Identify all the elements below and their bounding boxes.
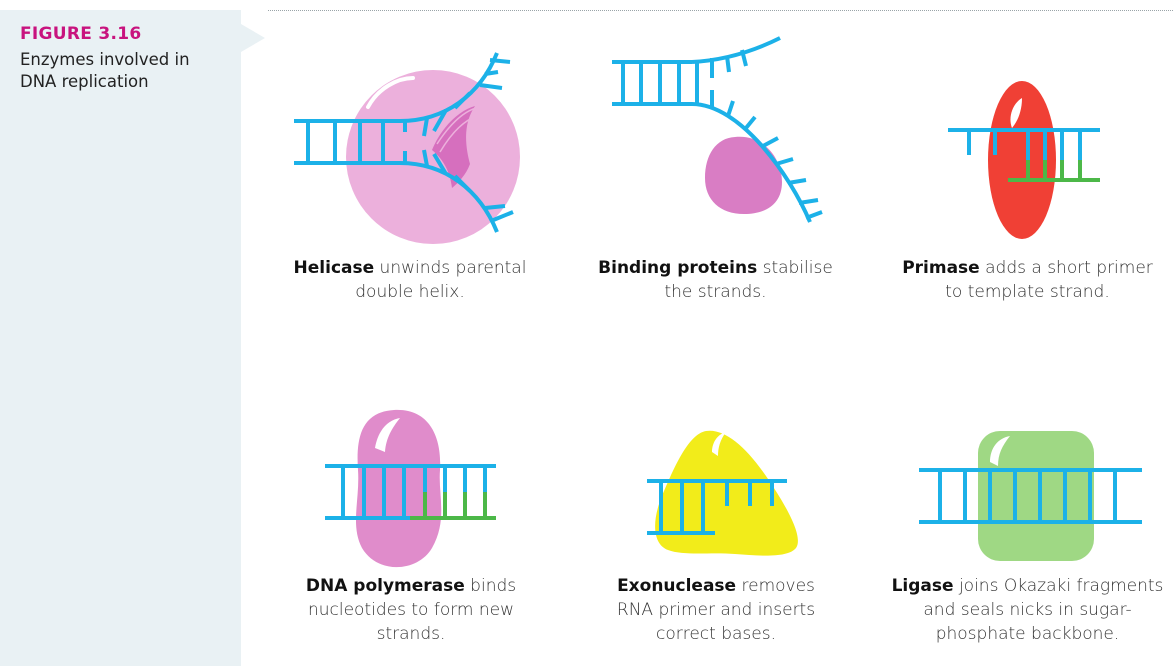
primase-desc: adds a short primer to template strand. bbox=[945, 258, 1153, 302]
binding-desc: stabilise the strands. bbox=[664, 258, 833, 302]
figure-sidebar bbox=[0, 10, 241, 666]
ligase-highlight bbox=[990, 436, 1010, 466]
helicase-fold bbox=[432, 106, 475, 188]
binding-illustration bbox=[612, 36, 823, 223]
ligase-dna bbox=[919, 468, 1142, 524]
ligase-desc: joins Okazaki fragments and seals nicks … bbox=[923, 576, 1164, 644]
exonuclease-highlight bbox=[712, 432, 726, 456]
binding-dna bbox=[612, 36, 823, 223]
sidebar-pointer bbox=[241, 24, 265, 52]
top-divider bbox=[268, 10, 1173, 11]
exonuclease-illustration bbox=[647, 430, 798, 556]
primase-name: Primase bbox=[902, 258, 980, 278]
exonuclease-name: Exonuclease bbox=[617, 576, 737, 596]
helicase-highlight bbox=[366, 76, 415, 109]
helicase-desc: unwinds parental double helix. bbox=[355, 258, 527, 302]
ligase-illustration bbox=[919, 431, 1142, 561]
ligase-name: Ligase bbox=[891, 576, 954, 596]
primase-illustration bbox=[948, 81, 1100, 239]
binding-protein bbox=[705, 136, 782, 214]
helicase-dna bbox=[294, 52, 514, 233]
figure-number: FIGURE 3.16 bbox=[20, 24, 142, 44]
polymerase-desc: binds nucleotides to form new strands. bbox=[307, 576, 517, 644]
helicase-illustration bbox=[294, 52, 520, 244]
binding-label: Binding proteins stabilise the strands. bbox=[583, 256, 848, 304]
polymerase-enzyme bbox=[355, 409, 442, 568]
primase-enzyme bbox=[988, 81, 1056, 239]
primase-dna bbox=[948, 128, 1100, 182]
helicase-name: Helicase bbox=[293, 258, 375, 278]
polymerase-highlight bbox=[375, 418, 400, 452]
polymerase-dna bbox=[325, 464, 496, 520]
ligase-enzyme bbox=[978, 431, 1094, 561]
binding-name: Binding proteins bbox=[598, 258, 758, 278]
polymerase-label: DNA polymerase binds nucleotides to form… bbox=[283, 574, 539, 646]
exonuclease-label: Exonuclease removes RNA primer and inser… bbox=[600, 574, 832, 646]
polymerase-illustration bbox=[325, 409, 496, 568]
ligase-label: Ligase joins Okazaki fragments and seals… bbox=[885, 574, 1170, 646]
primase-highlight bbox=[1010, 98, 1022, 128]
exonuclease-dna bbox=[647, 479, 787, 535]
polymerase-name: DNA polymerase bbox=[305, 576, 465, 596]
primase-label: Primase adds a short primer to template … bbox=[895, 256, 1160, 304]
helicase-label: Helicase unwinds parental double helix. bbox=[285, 256, 535, 304]
figure-caption: Enzymes involved in DNA replication bbox=[20, 50, 190, 91]
exonuclease-desc: removes RNA primer and inserts correct b… bbox=[616, 576, 816, 644]
